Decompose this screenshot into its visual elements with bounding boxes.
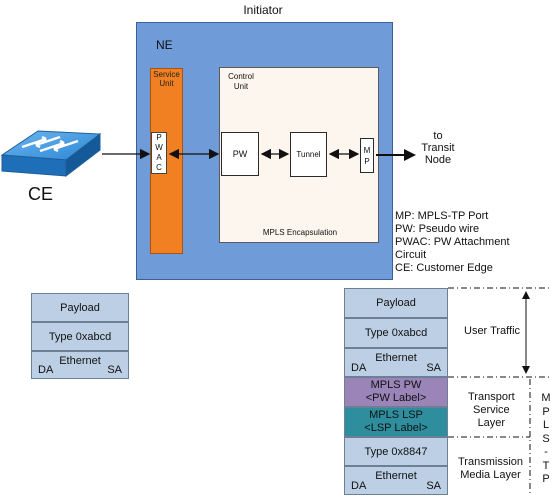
mpls-tp-vertical-label: M P L S - T P (540, 392, 552, 487)
user-traffic-label: User Traffic (464, 325, 521, 337)
pw-label: PW (232, 149, 248, 159)
right-da-2: DA (351, 480, 367, 492)
layer-line: Layer (477, 417, 506, 429)
v-letter: M (541, 392, 551, 404)
transport-line: Transport (468, 391, 515, 403)
right-ethernet-2: Ethernet DA SA (344, 466, 448, 495)
legend-item: CE: Customer Edge (395, 262, 493, 274)
switch-icon (0, 130, 102, 178)
legend-item: MP: MPLS-TP Port (395, 210, 489, 222)
right-ethernet-2-label: Ethernet (375, 470, 417, 482)
service-line: Service (472, 404, 510, 416)
tunnel-label: Tunnel (296, 150, 321, 159)
legend: MP: MPLS-TP Port PW: Pseudo wire PWAC: P… (395, 210, 510, 275)
left-ethernet-label: Ethernet (59, 355, 101, 367)
v-letter: L (542, 419, 550, 431)
transit-line-3: Node (424, 154, 452, 166)
mpls-lsp-label: MPLS LSP (369, 409, 423, 421)
right-type-1: Type 0xabcd (344, 318, 448, 348)
tunnel-box: Tunnel (290, 132, 327, 177)
ne-label: NE (156, 38, 173, 52)
right-ethernet-1: Ethernet DA SA (344, 348, 448, 377)
pwac-label: P W A C (155, 133, 163, 172)
v-letter: - (544, 446, 548, 458)
transmission-line: Transmission (458, 456, 523, 468)
right-da-1: DA (351, 362, 367, 374)
ce-label: CE (28, 184, 54, 204)
left-ethernet: Ethernet DA SA (31, 351, 129, 379)
right-sa-1: SA (426, 362, 441, 374)
v-letter: S (542, 432, 550, 445)
diagram-title: Initiator (243, 3, 283, 17)
right-mpls-pw: MPLS PW <PW Label> (344, 377, 448, 407)
media-layer-line: Media Layer (460, 469, 521, 481)
mpls-encapsulation-label: MPLS Encapsulation (262, 228, 338, 237)
service-unit-label: Service Unit (153, 70, 180, 88)
right-type-2: Type 0x8847 (344, 437, 448, 466)
left-type: Type 0xabcd (31, 322, 129, 351)
legend-item: PWAC: PW Attachment (395, 236, 510, 248)
mpls-pw-label: MPLS PW (370, 379, 422, 391)
transit-line-2: Transit (421, 142, 455, 154)
control-unit-label: Control Unit (228, 72, 254, 91)
transmission-media-layer-label: Transmission Media Layer (458, 456, 523, 482)
v-letter: P (542, 473, 550, 485)
right-sa-2: SA (426, 480, 441, 492)
right-payload: Payload (344, 288, 448, 318)
layer-separators (448, 287, 552, 438)
v-letter: T (542, 459, 550, 472)
transport-service-layer-label: Transport Service Layer (468, 391, 515, 430)
v-letter: P (542, 405, 550, 418)
legend-item: Circuit (395, 249, 427, 261)
transit-line-1: to (433, 130, 443, 142)
mp-label: M P (363, 145, 371, 166)
pwac-box: P W A C (151, 132, 167, 174)
mp-box: M P (360, 138, 374, 173)
pw-label-tag: <PW Label> (365, 392, 427, 404)
transit-node-label: to Transit Node (418, 130, 458, 166)
right-ethernet-1-label: Ethernet (375, 352, 417, 364)
pw-box: PW (221, 132, 259, 176)
left-payload: Payload (31, 293, 129, 322)
lsp-label-tag: <LSP Label> (364, 422, 428, 434)
left-da: DA (38, 364, 54, 376)
legend-item: PW: Pseudo wire (395, 223, 480, 235)
left-sa: SA (107, 364, 122, 376)
right-mpls-lsp: MPLS LSP <LSP Label> (344, 407, 448, 437)
